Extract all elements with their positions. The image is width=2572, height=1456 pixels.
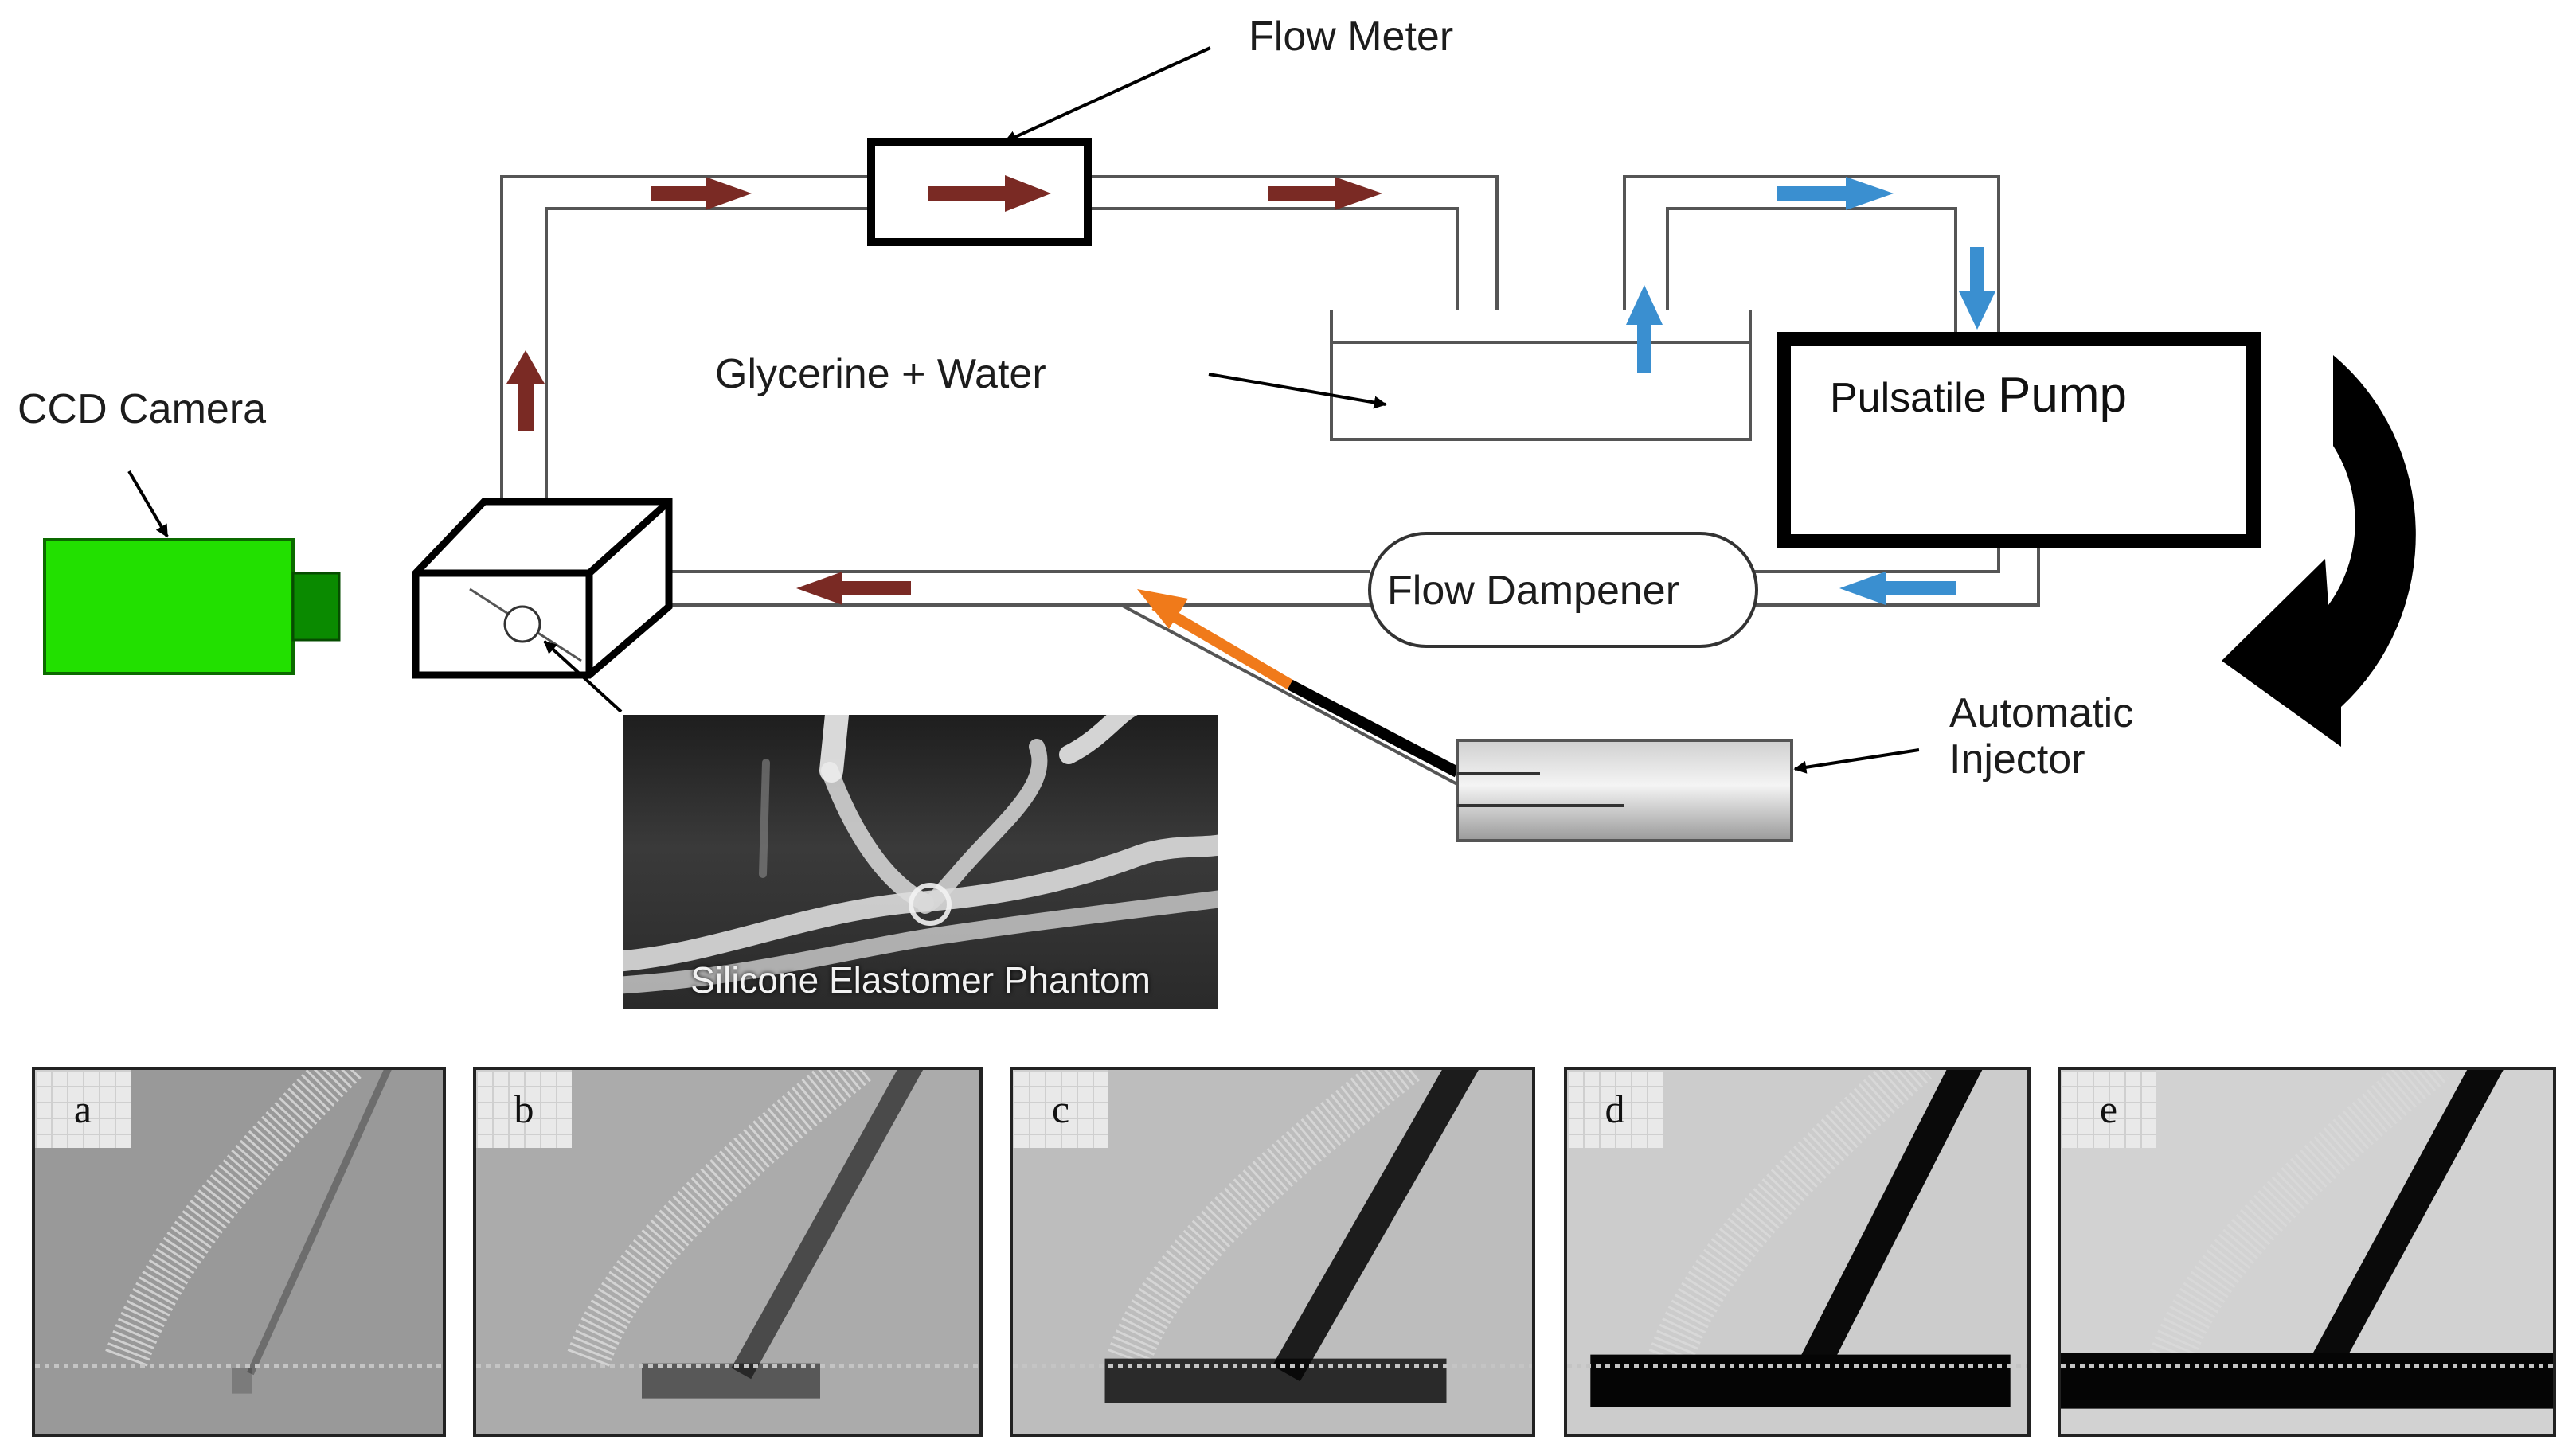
vessel-wall-texture — [105, 1070, 362, 1367]
sequence-panel-e: e — [2058, 1067, 2556, 1437]
ccd-camera-body — [43, 538, 295, 675]
arrow-reservoir-up — [1626, 285, 1663, 373]
sequence-panel-d: d — [1564, 1067, 2031, 1437]
sequence-panel-a: a — [32, 1067, 446, 1437]
phantom-box — [412, 498, 673, 679]
schematic — [43, 46, 2416, 842]
flow-arrows-blue — [1626, 177, 1995, 605]
arrow-up-left-riser — [506, 350, 545, 431]
panel-tag-c: c — [1013, 1070, 1108, 1148]
vessel-wall-texture — [1107, 1070, 1421, 1367]
dye-branch — [731, 1070, 924, 1380]
pulsatile-word: Pulsatile — [1830, 375, 1987, 421]
arrow-top-left — [651, 177, 752, 210]
panel-tag-b: b — [476, 1070, 572, 1148]
arrow-in-flow-meter — [928, 175, 1051, 212]
panel-tag-e: e — [2061, 1070, 2156, 1148]
flow-dampener-label: Flow Dampener — [1387, 568, 1680, 614]
arrow-pump-down — [1959, 247, 1995, 330]
glycerine-water-label: Glycerine + Water — [715, 351, 1046, 397]
vessel-wall-texture — [567, 1070, 873, 1367]
label-pointers — [127, 46, 1920, 774]
automatic-injector — [1456, 739, 1793, 842]
injection-line — [1120, 589, 1460, 786]
arrow-pump-top — [1777, 177, 1894, 210]
dye-branch — [1272, 1070, 1479, 1382]
silicone-phantom-photo: Silicone Elastomer Phantom — [623, 715, 1218, 1009]
dye-branch — [1795, 1070, 1983, 1381]
arrow-lower-left — [796, 572, 911, 605]
flow-meter-label: Flow Meter — [1249, 14, 1454, 60]
phantom-vessels — [623, 715, 1218, 994]
pulsatile-pump-label: Pulsatile Pump — [1830, 371, 2127, 420]
flow-dampener-capsule — [1368, 532, 1758, 648]
panel-tag-a: a — [35, 1070, 131, 1148]
pump-word: Pump — [1998, 368, 2127, 423]
reservoir — [1330, 310, 1752, 441]
panel-c-image — [1013, 1070, 1532, 1434]
lower-pipe — [669, 541, 2040, 607]
arrow-dampener-left — [1839, 572, 1956, 605]
pump-return-pipe — [1623, 175, 2000, 342]
ccd-camera-lens — [291, 572, 341, 642]
sequence-panel-b: b — [473, 1067, 983, 1437]
ccd-camera-label: CCD Camera — [18, 386, 267, 432]
injection-arrow-head — [1137, 589, 1188, 629]
automatic-label: Automatic — [1949, 690, 2134, 736]
vessel-wall-texture — [2149, 1070, 2449, 1367]
rotation-arrow — [2222, 355, 2416, 747]
dye-branch — [2305, 1070, 2504, 1381]
sequence-panel-c: c — [1010, 1067, 1535, 1437]
phantom-view-circle — [503, 605, 541, 643]
pulsatile-pump-box — [1777, 332, 2261, 548]
panel-tag-d: d — [1567, 1070, 1663, 1148]
phantom-caption: Silicone Elastomer Phantom — [690, 959, 1151, 1001]
dye-branch — [247, 1070, 392, 1376]
injector-label: Injector — [1949, 736, 2085, 783]
panel-d-image — [1567, 1070, 2027, 1434]
arrow-top-right — [1268, 177, 1382, 210]
flow-arrows-red — [506, 175, 1382, 605]
